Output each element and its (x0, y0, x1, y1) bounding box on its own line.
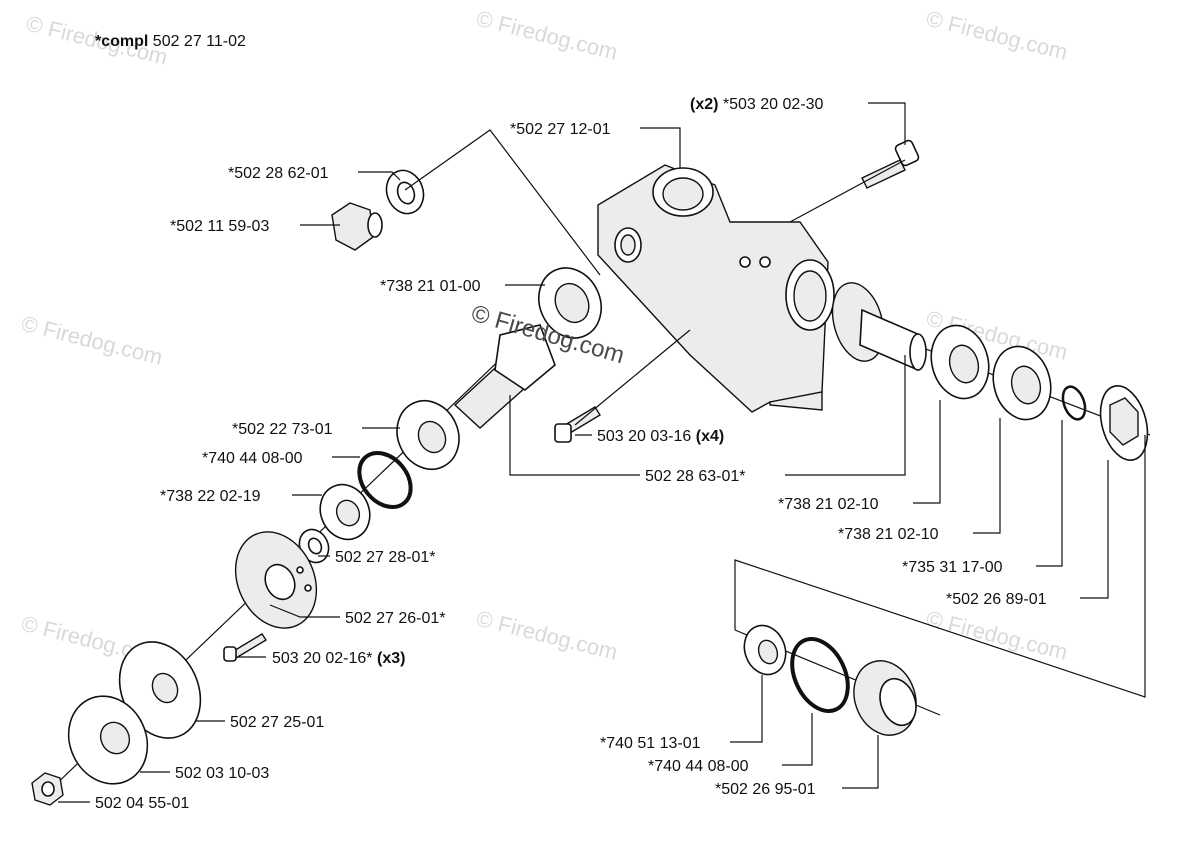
flange-screw (223, 633, 267, 662)
watermark: © Firedog.com (924, 606, 1070, 665)
label-502-28-63-01: 502 28 63-01* (645, 468, 746, 485)
watermark: © Firedog.com (19, 311, 165, 370)
label-502-26-95-01: *502 26 95-01 (715, 781, 816, 798)
title-bold: *compl (95, 33, 148, 50)
label-502-11-59-03: *502 11 59-03 (170, 218, 269, 235)
screw-m6 (861, 139, 920, 189)
o-ring (357, 451, 413, 509)
bevel-gear (831, 282, 927, 372)
label-738-21-02-10-a: *738 21 02-10 (778, 496, 879, 513)
label-502-27-28-01: 502 27 28-01* (335, 549, 436, 566)
leader-lines (58, 102, 1146, 803)
watermark: © Firedog.com (924, 6, 1070, 65)
o-ring-lower (790, 636, 850, 714)
pinion-shaft (453, 324, 556, 429)
label-503-20-02-30: (x2) *503 20 02-30 (690, 96, 824, 113)
housing-screw (554, 406, 601, 443)
circlip (1061, 385, 1087, 421)
label-740-44-08-00: *740 44 08-00 (202, 450, 303, 467)
part-number: 503 20 02-16* (272, 650, 373, 667)
filler-plug (331, 202, 383, 251)
label-502-04-55-01: 502 04 55-01 (95, 795, 189, 812)
label-502-27-12-01: *502 27 12-01 (510, 121, 611, 138)
label-503-20-02-16: 503 20 02-16* (x3) (272, 650, 405, 667)
support-flange (234, 531, 318, 629)
ball-bearing-output-2 (992, 345, 1052, 421)
label-502-27-26-01: 502 27 26-01* (345, 610, 446, 627)
gear-housing (597, 164, 835, 413)
hex-seal (1099, 385, 1149, 461)
lock-nut (31, 772, 64, 806)
label-738-22-02-19: *738 22 02-19 (160, 488, 261, 505)
ball-bearing-top (538, 267, 602, 339)
qty-x3: (x3) (377, 650, 405, 667)
qty-x4: (x4) (696, 428, 724, 445)
shaft-seal-housing (396, 400, 460, 470)
ball-bearing-lower (319, 483, 371, 541)
label-502-27-25-01: 502 27 25-01 (230, 714, 324, 731)
sealing-washer (385, 169, 425, 215)
seal-cap (853, 660, 917, 736)
label-740-44-08-00-lower: *740 44 08-00 (648, 758, 749, 775)
spacer-washer (298, 528, 330, 564)
label-738-21-02-10-b: *738 21 02-10 (838, 526, 939, 543)
label-503-20-03-16: 503 20 03-16 (x4) (597, 428, 724, 445)
label-502-26-89-01: *502 26 89-01 (946, 591, 1047, 608)
label-735-31-17-00: *735 31 17-00 (902, 559, 1003, 576)
parts (31, 139, 1151, 806)
watermark: © Firedog.com (474, 6, 620, 65)
label-738-21-01-00: *738 21 01-00 (380, 278, 481, 295)
part-number: *503 20 02-30 (723, 96, 824, 113)
support-washer (67, 695, 149, 785)
ball-bearing-output-1 (930, 324, 990, 400)
assembly-title: *compl 502 27 11-02 (95, 33, 246, 50)
qty-x2: (x2) (690, 96, 718, 113)
label-502-22-73-01: *502 22 73-01 (232, 421, 333, 438)
seal-ring (743, 624, 787, 676)
part-labels: *502 28 62-01 *502 11 59-03 *502 27 12-0… (95, 96, 1047, 812)
watermark: © Firedog.com (474, 606, 620, 665)
part-number: 503 20 03-16 (597, 428, 691, 445)
support-cup (118, 641, 202, 739)
title-number: 502 27 11-02 (148, 33, 246, 50)
label-502-28-62-01: *502 28 62-01 (228, 165, 329, 182)
label-740-51-13-01: *740 51 13-01 (600, 735, 701, 752)
label-502-03-10-03: 502 03 10-03 (175, 765, 269, 782)
